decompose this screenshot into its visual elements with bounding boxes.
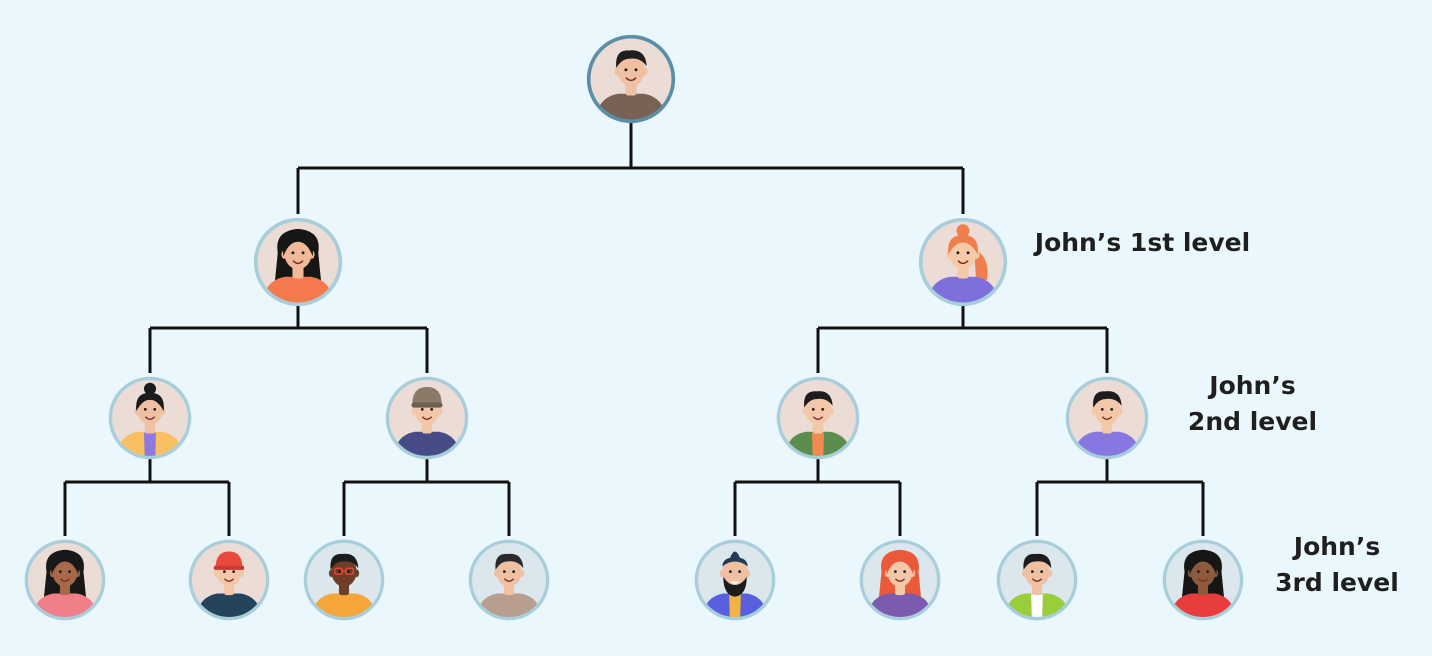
avatar-p2d <box>1065 376 1149 460</box>
level-3-label-line-1: John’s <box>1293 532 1381 561</box>
avatar-p3c <box>303 539 385 621</box>
avatar-john <box>586 34 676 124</box>
connector-p2a <box>63 457 231 536</box>
level-2-label-line-2: 2nd level <box>1187 407 1318 436</box>
connector-p2b <box>342 457 511 536</box>
connector-p2c <box>733 457 902 536</box>
avatar-p3e <box>694 539 776 621</box>
avatar-p3g <box>996 539 1078 621</box>
avatar-p3f <box>859 539 941 621</box>
level-2-label: John’s 2nd level <box>1170 368 1335 440</box>
avatar-p2c <box>776 376 860 460</box>
level-3-label: John’s 3rd level <box>1262 529 1412 601</box>
connector-p2d <box>1035 457 1205 536</box>
avatar-p3h <box>1162 539 1244 621</box>
connector-john <box>296 121 965 214</box>
connector-p1b <box>816 304 1109 373</box>
avatar-p2b <box>385 376 469 460</box>
avatar-p3a <box>24 539 106 621</box>
level-1-label: John’s 1st level <box>1020 225 1265 261</box>
avatar-p3d <box>468 539 550 621</box>
avatar-p1b <box>918 217 1008 307</box>
level-2-label-line-1: John’s <box>1209 371 1296 400</box>
avatar-p1a <box>253 217 343 307</box>
level-1-label-line-1: John’s 1st level <box>1034 228 1251 257</box>
connector-p1a <box>148 304 429 373</box>
avatar-p3b <box>188 539 270 621</box>
avatar-p2a <box>108 376 192 460</box>
level-3-label-line-2: 3rd level <box>1275 568 1399 597</box>
